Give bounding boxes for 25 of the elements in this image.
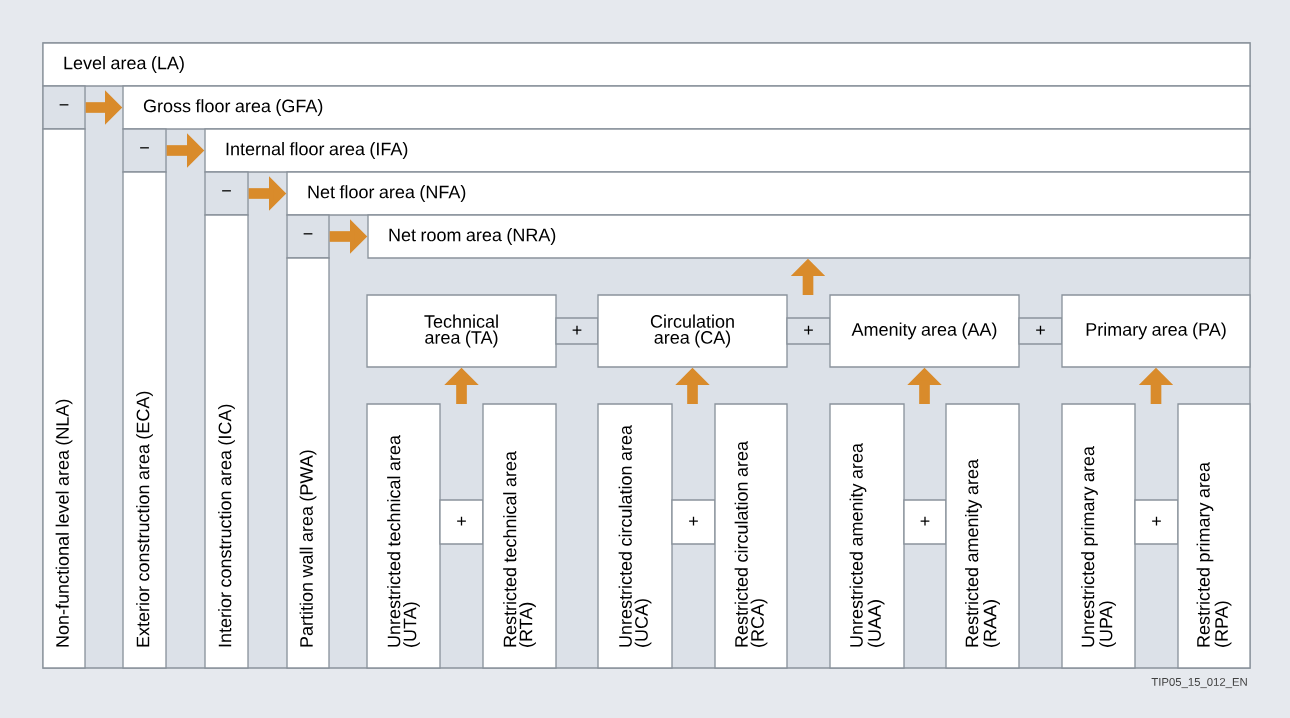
area-box: Circulation area (CA) [597, 294, 788, 368]
area-bar: Gross floor area (GFA) [122, 85, 1251, 130]
operator-box: + [786, 317, 831, 345]
area-box: Technical area (TA) [366, 294, 557, 368]
operator-box: − [286, 214, 330, 259]
figure-code: TIP05_15_012_EN [1151, 677, 1247, 689]
area-box: Amenity area (AA) [829, 294, 1020, 368]
operator-box: + [903, 499, 947, 545]
operator-box: + [439, 499, 484, 545]
operator-box: + [671, 499, 716, 545]
area-bar: Internal floor area (IFA) [204, 128, 1251, 173]
operator-box: + [1018, 317, 1063, 345]
area-column: Partition wall area (PWA) [286, 257, 330, 669]
area-box: Primary area (PA) [1061, 294, 1251, 368]
area-bar: Level area (LA) [42, 42, 1251, 87]
operator-box: − [204, 171, 249, 216]
operator-box: + [1134, 499, 1179, 545]
area-bar: Net floor area (NFA) [286, 171, 1251, 216]
area-column: Interior construction area (ICA) [204, 214, 249, 669]
area-column: Non-functional level area (NLA) [42, 128, 86, 669]
operator-box: − [122, 128, 167, 173]
operator-box: − [42, 85, 86, 130]
operator-box: + [555, 317, 599, 345]
area-bar: Net room area (NRA) [367, 214, 1251, 259]
area-column: Exterior construction area (ECA) [122, 171, 167, 669]
